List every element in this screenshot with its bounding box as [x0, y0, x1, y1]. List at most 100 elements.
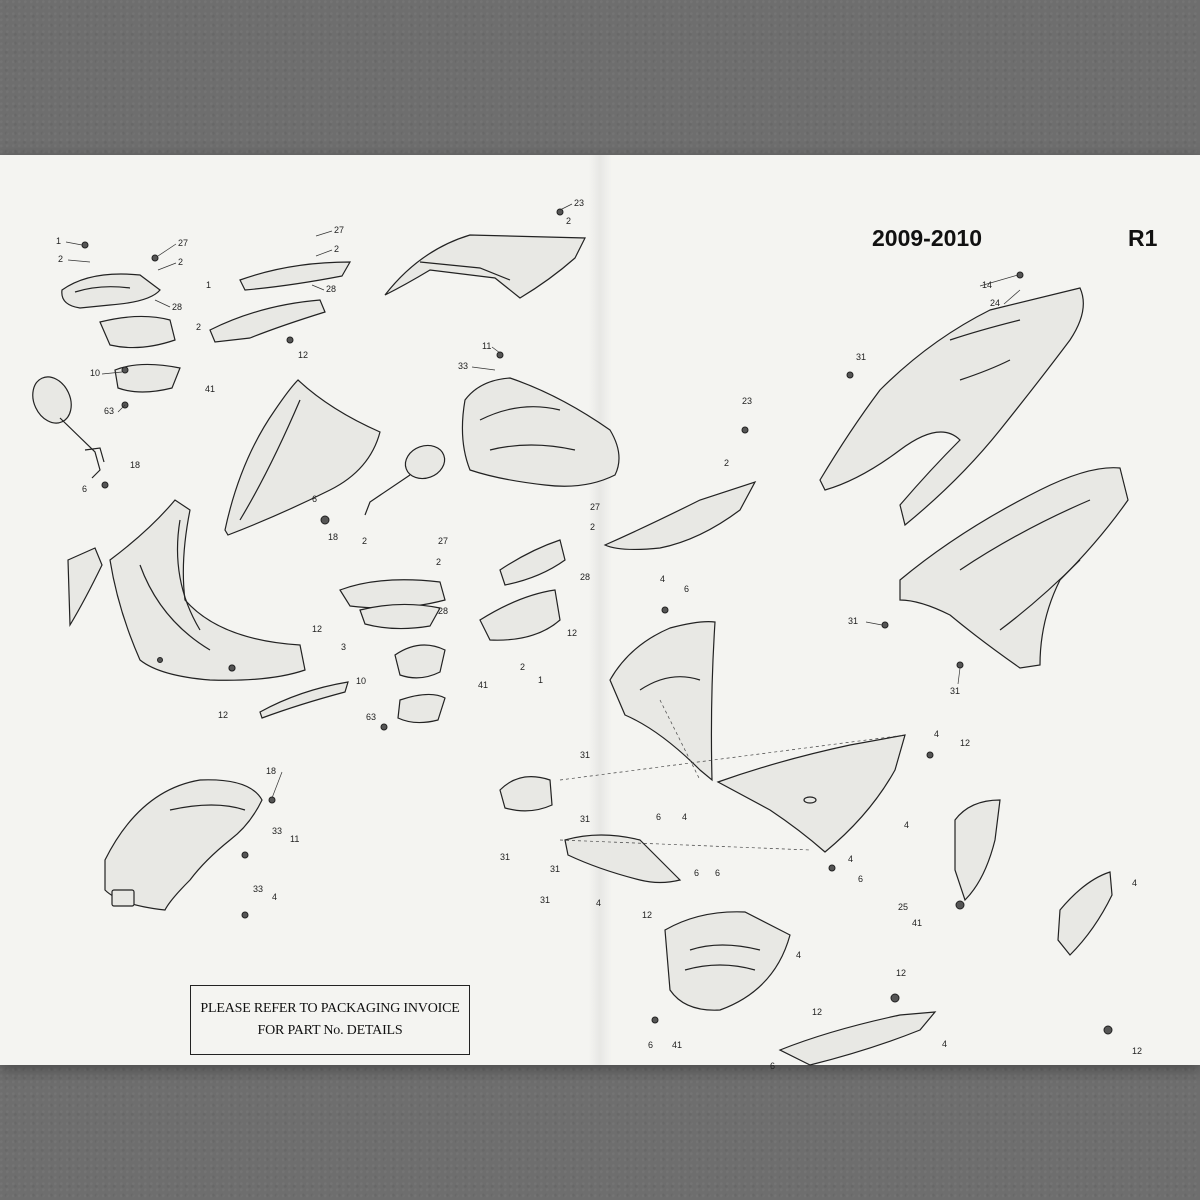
callout: 2 [178, 257, 183, 267]
callout-labels: 1 2 27 2 28 10 63 27 2 28 1 2 12 41 23 2… [56, 198, 1142, 1071]
belly-pan [499, 776, 682, 884]
callout: 2 [724, 458, 729, 468]
callout: 33 [253, 884, 263, 894]
callout: 6 [858, 874, 863, 884]
callout: 28 [438, 606, 448, 616]
tail-cowl [819, 287, 1084, 527]
right-side-upper-panel [603, 480, 757, 551]
callout: 27 [334, 225, 344, 235]
callout: 10 [90, 368, 100, 378]
callout: 2 [436, 557, 441, 567]
right-side-small-brackets [954, 799, 1113, 1035]
callout: 41 [205, 384, 215, 394]
callout: 2 [590, 522, 595, 532]
left-side-lower-fairing [716, 734, 906, 853]
callout: 6 [312, 494, 317, 504]
callout: 6 [82, 484, 87, 494]
callout: 27 [590, 502, 600, 512]
callout: 4 [682, 812, 687, 822]
callout: 6 [656, 812, 661, 822]
callout: 63 [104, 406, 114, 416]
model-name-heading: R1 [1128, 225, 1158, 251]
callout: 11 [290, 834, 299, 844]
callout: 12 [1132, 1046, 1142, 1056]
callout: 4 [848, 854, 853, 864]
callout: 14 [982, 280, 992, 290]
left-inner-duct [61, 273, 181, 393]
callout: 6 [770, 1061, 775, 1071]
callout: 2 [566, 216, 571, 226]
callout: 63 [366, 712, 376, 722]
callout: 2 [520, 662, 525, 672]
callout: 6 [648, 1040, 653, 1050]
callout: 31 [580, 814, 590, 824]
callout: 18 [328, 532, 338, 542]
rear-lower-panel [778, 1011, 937, 1066]
callout: 23 [742, 396, 752, 406]
callout: 28 [326, 284, 336, 294]
callout: 10 [356, 676, 366, 686]
callout: 4 [904, 820, 909, 830]
callout: 12 [960, 738, 970, 748]
callout: 12 [567, 628, 577, 638]
right-side-lower-fairing [609, 621, 716, 782]
callout: 41 [478, 680, 488, 690]
undertail [899, 467, 1129, 669]
callout: 1 [56, 236, 61, 246]
callout: 4 [934, 729, 939, 739]
callout: 6 [684, 584, 689, 594]
upper-middle-bracket [209, 261, 352, 344]
callout: 18 [266, 766, 276, 776]
callout: 33 [272, 826, 282, 836]
headlight-brace [259, 681, 349, 719]
callout: 41 [912, 918, 922, 928]
callout: 31 [580, 750, 590, 760]
callout: 31 [500, 852, 510, 862]
left-side-panel-small [67, 547, 103, 628]
callout: 1 [538, 675, 543, 685]
callout: 27 [178, 238, 188, 248]
part-number-notice-box: PLEASE REFER TO PACKAGING INVOICE FOR PA… [190, 985, 470, 1055]
bolt-markers [81, 208, 1024, 1024]
nose-cover [461, 377, 620, 487]
center-intake-ducts [339, 579, 446, 724]
front-upper-fairing [109, 499, 306, 681]
callout: 4 [272, 892, 277, 902]
left-mirror [32, 376, 105, 479]
callout: 31 [848, 616, 858, 626]
model-years-heading: 2009-2010 [872, 225, 982, 251]
callout: 2 [58, 254, 63, 264]
notice-line-1: PLEASE REFER TO PACKAGING INVOICE [200, 1001, 460, 1016]
callout: 2 [334, 244, 339, 254]
callout: 31 [856, 352, 866, 362]
callout: 27 [438, 536, 448, 546]
callout: 41 [672, 1040, 682, 1050]
callout: 12 [896, 968, 906, 978]
right-mirror [364, 444, 446, 516]
callout: 31 [950, 686, 960, 696]
callout: 4 [942, 1039, 947, 1049]
callout: 31 [550, 864, 560, 874]
callout: 6 [694, 868, 699, 878]
callout: 12 [312, 624, 322, 634]
right-inner-duct [479, 539, 566, 641]
callout: 3 [341, 642, 346, 652]
callout: 4 [660, 574, 665, 584]
callout: 2 [362, 536, 367, 546]
callout: 18 [130, 460, 140, 470]
callout: 23 [574, 198, 584, 208]
notice-line-2: FOR PART No. DETAILS [257, 1023, 403, 1038]
callout: 25 [898, 902, 908, 912]
belly-lower [664, 911, 791, 1011]
callout: 31 [540, 895, 550, 905]
callout: 1 [206, 280, 211, 290]
callout: 12 [812, 1007, 822, 1017]
callout: 12 [298, 350, 308, 360]
callout: 11 [482, 341, 491, 351]
callout: 28 [172, 302, 182, 312]
callout: 28 [580, 572, 590, 582]
callout: 4 [796, 950, 801, 960]
callout: 12 [642, 910, 652, 920]
windscreen [224, 379, 381, 536]
